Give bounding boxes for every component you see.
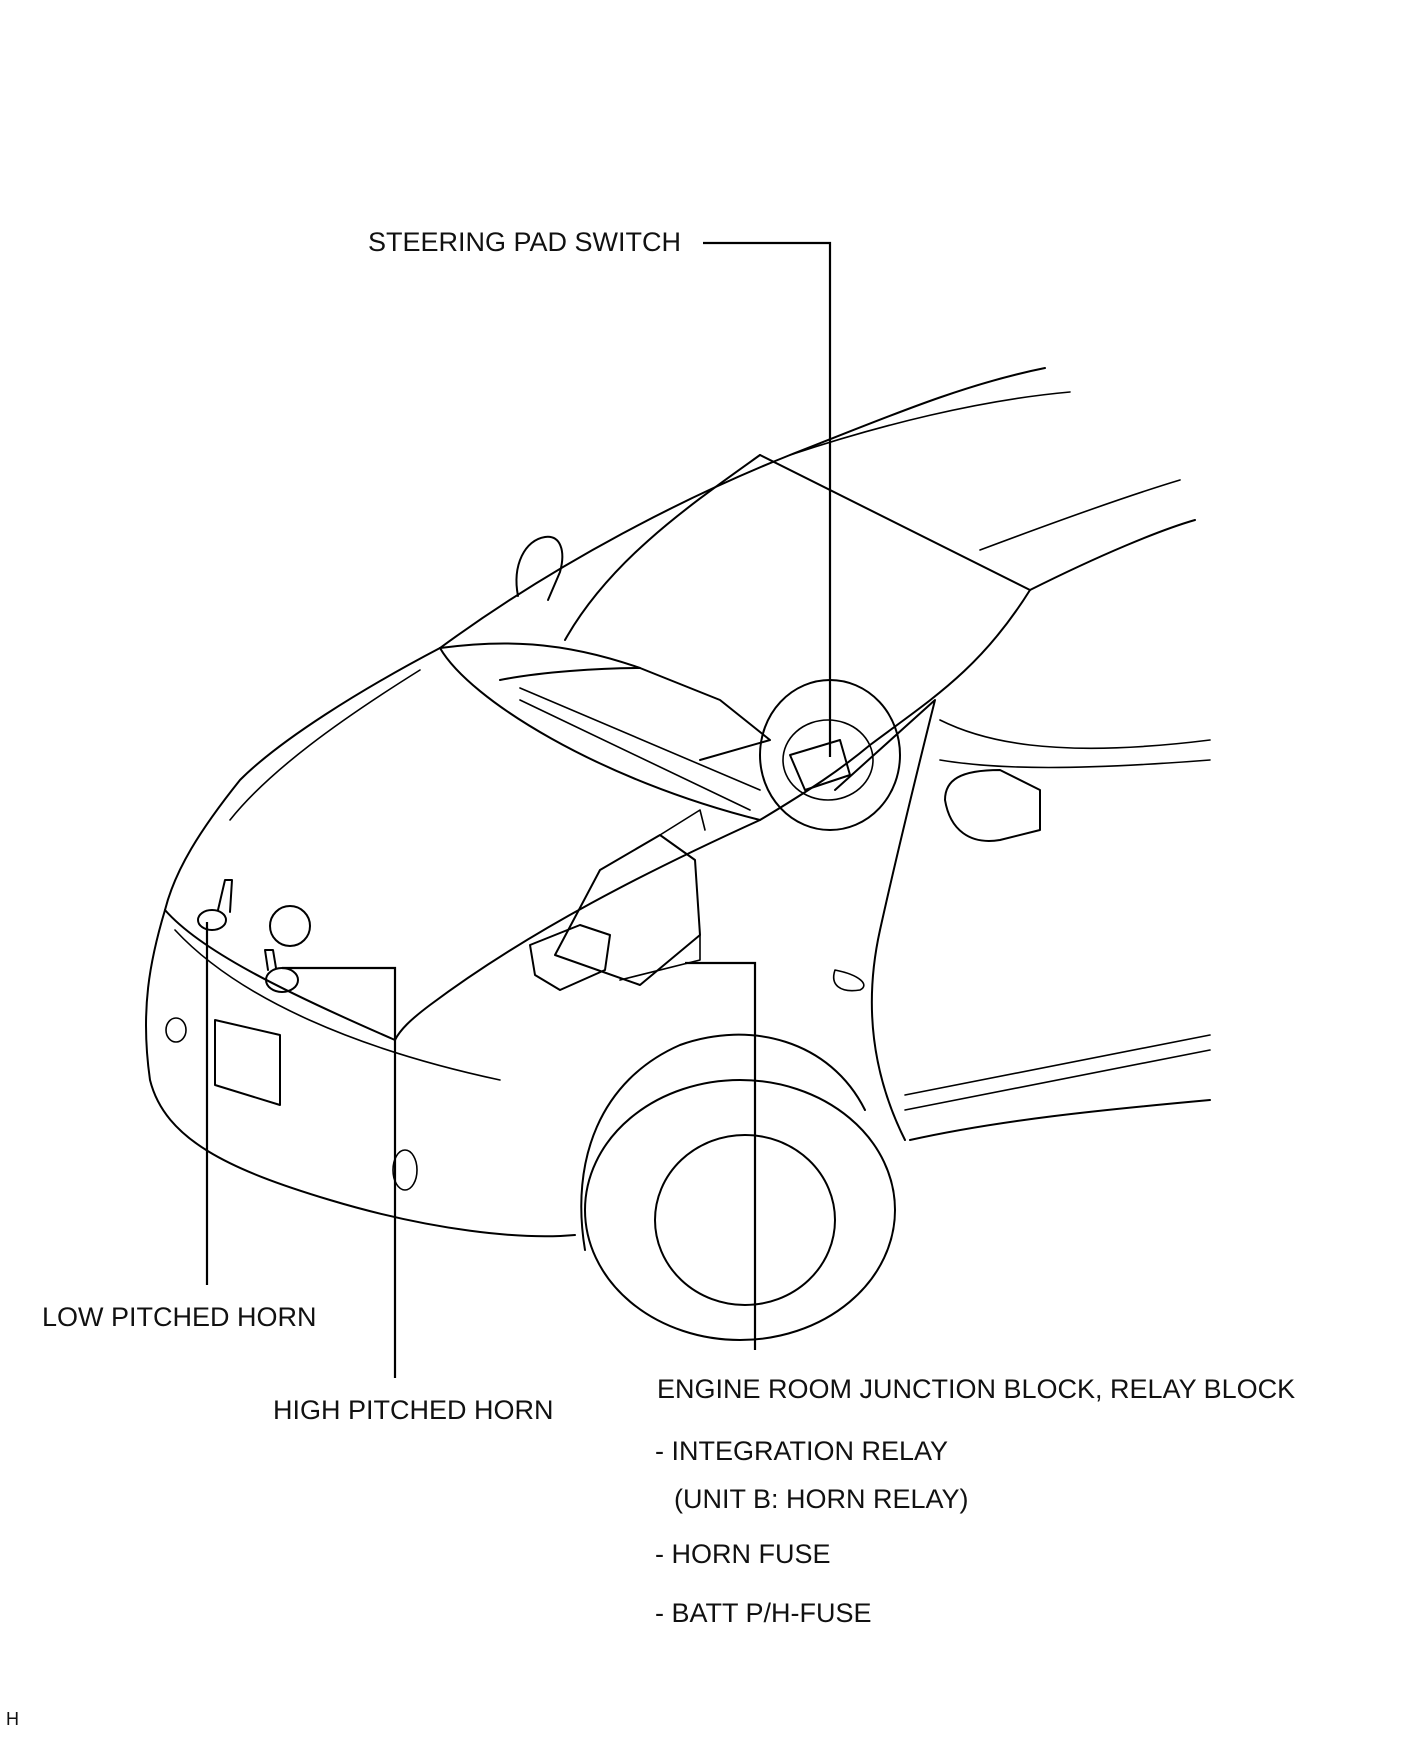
- integration-relay-label: - INTEGRATION RELAY: [655, 1436, 949, 1466]
- low-pitched-horn-part: [197, 879, 233, 931]
- grille-line: [174, 929, 501, 1081]
- leader-high-horn: [282, 966, 397, 1378]
- junction-block-part: [529, 809, 706, 991]
- rocker-line: [909, 1099, 1211, 1141]
- horn-fuse-label: - HORN FUSE: [655, 1539, 831, 1569]
- left-mirror: [515, 535, 564, 601]
- a-pillar: [869, 589, 1031, 746]
- roof-line: [439, 367, 1046, 649]
- low-pitched-horn-label: LOW PITCHED HORN: [42, 1302, 317, 1332]
- hood-right-edge: [394, 819, 761, 1041]
- license-plate: [214, 1019, 281, 1106]
- door-belt-line-2: [939, 759, 1211, 769]
- side-molding-2: [904, 1034, 1211, 1096]
- unit-b-label: (UNIT B: HORN RELAY): [674, 1484, 969, 1514]
- leader-steering-pad: [703, 241, 832, 757]
- hood-front-edge: [164, 909, 396, 1041]
- high-pitched-horn-label: HIGH PITCHED HORN: [273, 1395, 554, 1425]
- front-tire: [584, 1079, 896, 1341]
- batt-fuse-label: - BATT P/H-FUSE: [655, 1598, 872, 1628]
- corner-mark: H: [6, 1709, 19, 1729]
- side-marker: [833, 969, 865, 992]
- steering-pad-switch-part: [789, 739, 851, 791]
- leader-junction-block: [685, 961, 757, 1350]
- steering-pad-switch-label: STEERING PAD SWITCH: [368, 227, 682, 257]
- side-molding: [904, 1049, 1211, 1111]
- cowl-line: [439, 642, 641, 669]
- roof-rear-line: [979, 479, 1181, 551]
- front-wheel-rim: [654, 1134, 836, 1306]
- dashboard-lines: [519, 687, 761, 811]
- front-door-edge: [834, 699, 936, 1141]
- dashboard-top: [499, 667, 771, 761]
- fog-light-left: [165, 1017, 187, 1043]
- engine-room-block-label: ENGINE ROOM JUNCTION BLOCK, RELAY BLOCK: [657, 1374, 1296, 1404]
- hood-crease: [229, 669, 421, 821]
- high-pitched-horn-part: [264, 949, 299, 993]
- fog-light-right: [392, 1149, 418, 1191]
- front-bumper: [144, 909, 576, 1238]
- door-belt-line: [939, 719, 1211, 750]
- reservoir-cap: [269, 905, 311, 947]
- roof-line-inner: [789, 391, 1071, 456]
- hood-rear-edge: [439, 647, 871, 821]
- a-pillar-top: [1029, 519, 1196, 591]
- steering-wheel-hub: [782, 719, 874, 801]
- wheel-arch: [580, 1033, 866, 1251]
- windshield-top-edge: [759, 454, 1031, 591]
- hood-left-edge: [164, 647, 441, 911]
- windshield-left-edge: [564, 454, 761, 641]
- right-mirror: [944, 769, 1041, 842]
